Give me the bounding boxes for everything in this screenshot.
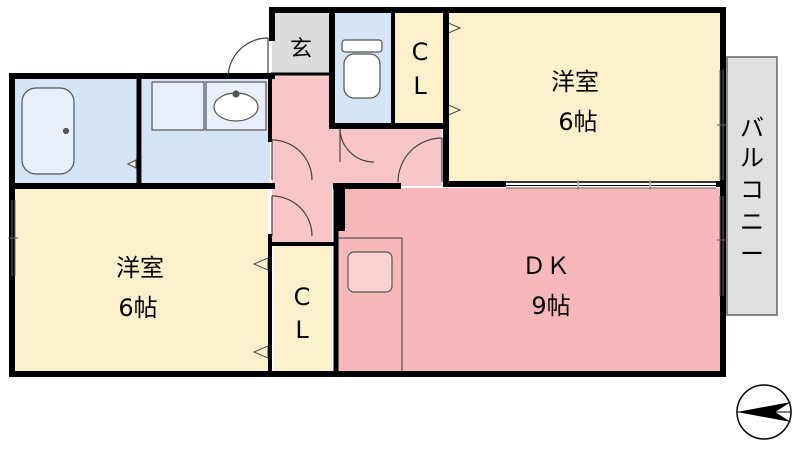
western-top-label-size: 6帖 xyxy=(558,108,597,136)
washroom-door-swing xyxy=(271,139,313,181)
washbasin-tap xyxy=(232,90,240,98)
hall-corridor-area xyxy=(272,186,332,244)
windows xyxy=(8,70,727,296)
balcony-label-4: ニ xyxy=(740,208,764,236)
fixtures xyxy=(21,39,403,373)
outer-wall xyxy=(9,7,726,377)
toilet-bowl xyxy=(343,53,381,99)
sliding-door-dk-lines xyxy=(506,180,716,190)
balcony-label-1: バ xyxy=(740,114,764,142)
balcony-label-5: ー xyxy=(740,240,764,268)
closet-bottom-label-l: L xyxy=(295,316,309,344)
western-left-label-size: 6帖 xyxy=(118,294,157,322)
western-left-door-swing xyxy=(271,195,313,237)
room-labels: 玄 C L 洋室 6帖 洋室 6帖 C L ＤＫ 9帖 バ ル コ ニ ー xyxy=(116,37,764,344)
western-top-label-name: 洋室 xyxy=(551,68,599,96)
closet-top-label-c: C xyxy=(412,38,429,66)
toilet-tank xyxy=(341,39,383,53)
washing-machine-pan xyxy=(151,81,205,131)
balcony-window-dk xyxy=(717,196,727,296)
sliding-door-dk xyxy=(506,180,716,190)
door-swings xyxy=(227,37,443,237)
bath-drain xyxy=(62,127,70,135)
balcony-label-2: ル xyxy=(740,144,764,172)
western-room-top-area xyxy=(447,12,723,184)
north-arrow-icon xyxy=(736,384,792,440)
balcony-area xyxy=(726,56,778,316)
dk-label-size: 9帖 xyxy=(531,292,570,320)
closet-top-label-l: L xyxy=(413,72,427,100)
window-west xyxy=(8,200,18,276)
bath-door-marker xyxy=(126,159,137,169)
closet-top-area xyxy=(395,12,445,125)
bathtub xyxy=(21,87,75,175)
genkan-label: 玄 xyxy=(290,37,312,62)
entrance-door-swing xyxy=(227,37,269,79)
closet-bottom-label-c: C xyxy=(294,283,311,311)
dk-door-swing xyxy=(397,137,443,183)
genkan-area xyxy=(272,12,330,74)
western-room-left-area xyxy=(14,188,268,372)
dk-label-name: ＤＫ xyxy=(522,252,570,280)
closet-bottom-area xyxy=(274,246,332,372)
western-left-label-name: 洋室 xyxy=(116,254,164,282)
balcony-label-3: コ xyxy=(740,176,764,204)
balcony-window-top xyxy=(717,70,727,180)
kitchen-sink xyxy=(347,251,393,293)
